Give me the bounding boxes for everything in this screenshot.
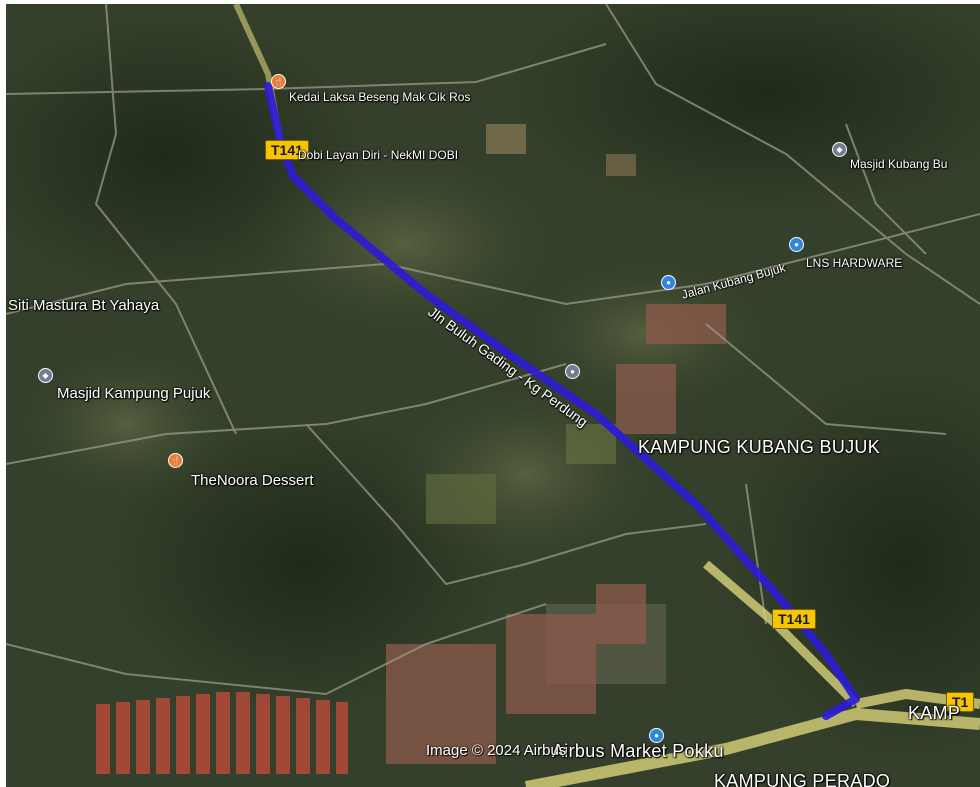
imagery-attribution: Image © 2024 Airbus	[426, 742, 567, 759]
label-kedai-laksa[interactable]: Kedai Laksa Beseng Mak Cik Ros	[289, 90, 471, 104]
route-shield-right: T1	[946, 692, 975, 712]
shop-pin-icon-market[interactable]: ●	[649, 728, 664, 743]
label-dobi[interactable]: Dobi Layan Diri - NekMI DOBI	[298, 148, 459, 162]
label-siti-mastura[interactable]: Siti Mastura Bt Yahaya	[8, 297, 160, 314]
restaurant-pin-icon-noora[interactable]: 🍴	[168, 453, 183, 468]
map-imagery	[6, 4, 980, 787]
route-shield-t141-bottom: T141	[772, 609, 816, 629]
label-kampung-bottom[interactable]: KAMPUNG PERADO	[714, 771, 891, 787]
label-masjid-pujuk[interactable]: Masjid Kampung Pujuk	[57, 385, 211, 402]
label-lns-hardware[interactable]: LNS HARDWARE	[806, 256, 903, 270]
label-airbus-market[interactable]: Airbus Market Pokku	[552, 741, 724, 761]
road-pin-icon[interactable]: ●	[661, 275, 676, 290]
label-masjid-kubang[interactable]: Masjid Kubang Bu	[850, 157, 948, 171]
place-pin-icon[interactable]: ●	[565, 364, 580, 379]
label-kampung-kubang-bujuk[interactable]: KAMPUNG KUBANG BUJUK	[638, 437, 881, 457]
route-line	[264, 82, 860, 720]
label-thenoora[interactable]: TheNoora Dessert	[191, 472, 314, 489]
shop-pin-icon[interactable]: ●	[789, 237, 804, 252]
mosque-pin-icon-pujuk[interactable]: ◆	[38, 368, 53, 383]
satellite-map[interactable]: 🍴 Kedai Laksa Beseng Mak Cik Ros T141 Do…	[6, 4, 980, 787]
route-shield-t141-top: T141	[265, 140, 309, 160]
mosque-pin-icon[interactable]: ◆	[832, 142, 847, 157]
label-kampung-right[interactable]: KAMP	[908, 703, 961, 723]
restaurant-pin-icon[interactable]: 🍴	[271, 74, 286, 89]
